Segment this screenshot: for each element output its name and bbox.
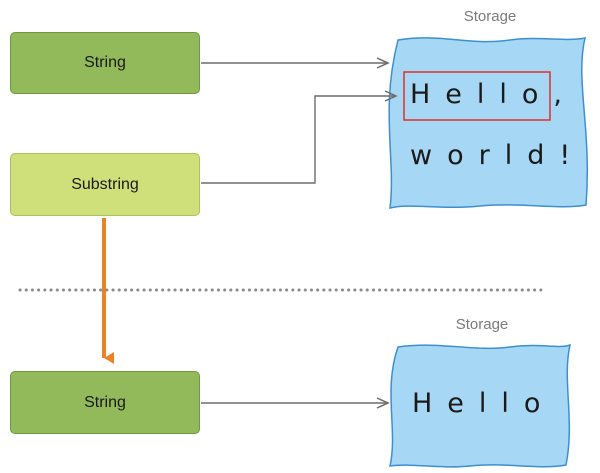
substring-to-storage-arrow xyxy=(201,90,398,184)
top-storage-line-2: world! xyxy=(410,140,586,171)
bottom-storage-shape xyxy=(389,343,572,468)
bottom-storage-label: Storage xyxy=(455,316,509,333)
hello-highlight-box xyxy=(403,71,551,121)
bottom-storage-line: Hello xyxy=(412,388,556,419)
top-storage-line-1: Hello, xyxy=(410,79,578,110)
top-storage-shape xyxy=(388,37,589,209)
top-storage-label: Storage xyxy=(463,8,517,25)
bottom-string-box: String xyxy=(10,371,200,434)
top-string-box: String xyxy=(10,32,200,94)
substring-box: Substring xyxy=(10,153,200,216)
